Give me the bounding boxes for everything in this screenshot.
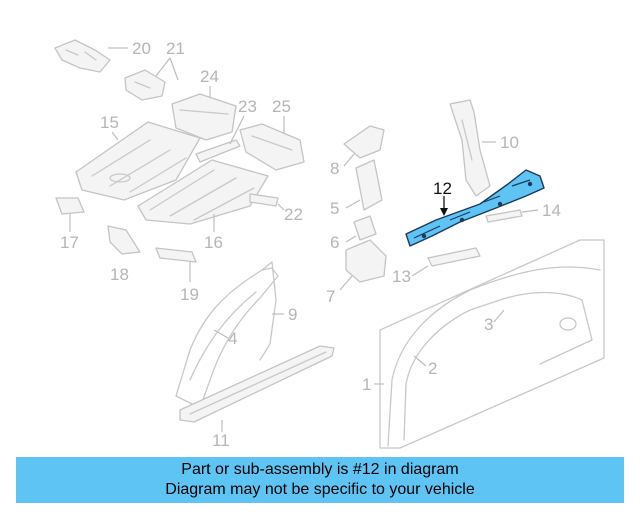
callout-13: 13: [392, 267, 411, 286]
part-10-pillar: [449, 99, 491, 197]
part-9-pillar: [259, 261, 277, 361]
part-14-strip: [485, 209, 523, 223]
callout-20: 20: [132, 39, 151, 58]
callout-22: 22: [284, 205, 303, 224]
part-23-rail: [195, 139, 241, 163]
part-24-panel: [171, 93, 237, 141]
callout-14: 14: [542, 201, 561, 220]
part-19-strip: [155, 247, 197, 263]
callout-2: 2: [428, 359, 437, 378]
callout-15: 15: [100, 113, 119, 132]
callout-19: 19: [180, 285, 199, 304]
callout-25: 25: [272, 97, 291, 116]
part-25-panel: [239, 123, 305, 171]
part-13-strip: [427, 247, 481, 267]
callout-9: 9: [288, 305, 297, 324]
part-17-bracket: [55, 197, 85, 215]
part-7-bracket: [345, 239, 387, 283]
info-banner: Part or sub-assembly is #12 in diagram D…: [16, 457, 624, 503]
banner-line-1: Part or sub-assembly is #12 in diagram: [181, 461, 459, 478]
callout-4: 4: [228, 329, 237, 348]
callout-5: 5: [330, 199, 339, 218]
part-18-bracket: [107, 225, 141, 255]
callout-23: 23: [238, 97, 257, 116]
part-21-bracket: [124, 69, 166, 101]
callout-24: 24: [200, 67, 219, 86]
banner-line-2: Diagram may not be specific to your vehi…: [165, 481, 475, 498]
part-6-bracket: [353, 215, 377, 241]
part-15-floor-pan: [75, 121, 201, 201]
callout-1: 1: [362, 375, 371, 394]
part-5-bracket: [355, 159, 383, 211]
part-20-bracket: [54, 39, 111, 73]
part-22-strip: [249, 193, 279, 207]
callout-11: 11: [212, 431, 230, 450]
callout-7: 7: [326, 287, 335, 306]
callout-3: 3: [484, 315, 493, 334]
callout-12-highlighted: 12: [433, 179, 452, 198]
parts-diagram: 20 21 24 23 25 15 10 8 12 5 22 14 16 17 …: [54, 39, 605, 450]
callout-21: 21: [166, 39, 185, 58]
callout-17: 17: [60, 233, 79, 252]
part-12-highlighted: [405, 169, 545, 247]
part-1-body-side: [379, 239, 605, 449]
part-8-bracket: [343, 125, 385, 159]
part-11-sill: [179, 345, 335, 423]
part-16-floor-pan: [137, 159, 269, 225]
callout-6: 6: [330, 233, 339, 252]
callout-8: 8: [330, 159, 339, 178]
callout-10: 10: [500, 133, 519, 152]
callout-18: 18: [110, 265, 129, 284]
callout-16: 16: [204, 233, 223, 252]
